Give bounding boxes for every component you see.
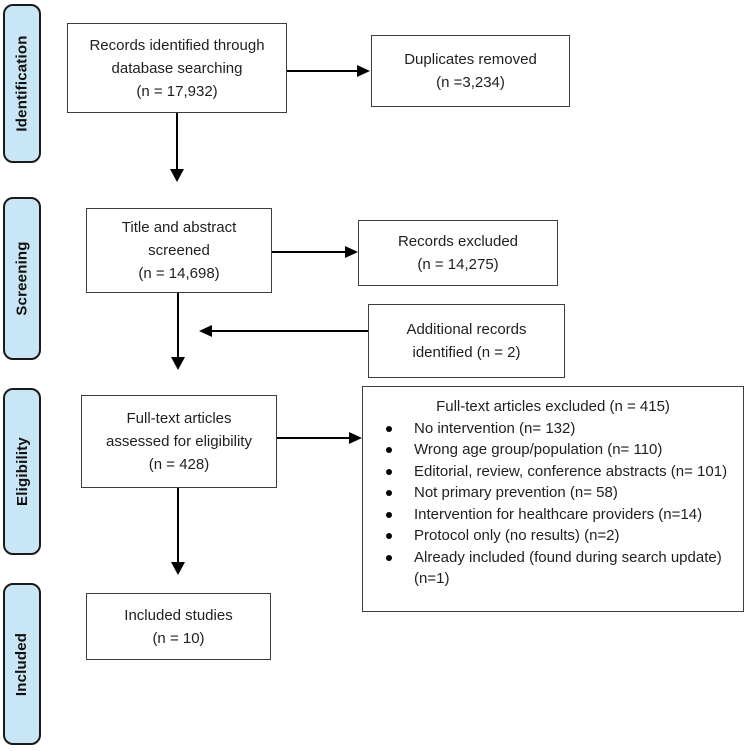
arrow-eligibility-to-included xyxy=(171,488,185,575)
box-title-abstract-count: (n = 14,698) xyxy=(138,265,220,282)
box-title-abstract-line1: Title and abstract xyxy=(121,219,237,236)
box-records-identified: Records identified through database sear… xyxy=(67,23,287,113)
box-title-abstract-line2: screened xyxy=(148,242,210,259)
box-included-studies-line1: Included studies xyxy=(124,606,233,624)
box-additional-records: Additional records identified (n = 2) xyxy=(368,304,565,378)
box-records-identified-count: (n = 17,932) xyxy=(136,82,218,100)
box-records-identified-line2: database searching xyxy=(111,59,243,77)
exclusion-reason-item: Protocol only (no results) (n=2) xyxy=(363,525,743,547)
exclusion-reason-item: No intervention (n= 132) xyxy=(363,418,743,440)
box-duplicates-removed-count: (n =3,234) xyxy=(436,74,505,91)
box-title-abstract-screened: Title and abstract screened (n = 14,698) xyxy=(86,208,272,293)
box-records-excluded: Records excluded (n = 14,275) xyxy=(358,220,558,286)
box-additional-records-line1: Additional records xyxy=(406,321,527,338)
box-fulltext-excluded-title: Full-text articles excluded (n = 415) xyxy=(436,398,670,415)
box-records-excluded-count: (n = 14,275) xyxy=(417,256,499,273)
fulltext-excluded-reasons-list: No intervention (n= 132) Wrong age group… xyxy=(363,418,743,590)
exclusion-reason-item: Wrong age group/population (n= 110) xyxy=(363,439,743,461)
box-fulltext-assessed: Full-text articles assessed for eligibil… xyxy=(81,395,277,488)
box-included-studies-count: (n = 10) xyxy=(152,629,205,647)
stage-identification: Identification xyxy=(3,4,41,163)
stage-eligibility-label: Eligibility xyxy=(13,437,31,506)
box-duplicates-removed-line1: Duplicates removed xyxy=(404,51,537,68)
box-additional-records-line2: identified (n = 2) xyxy=(412,344,521,361)
stage-included: Included xyxy=(3,583,41,745)
exclusion-reason-item: Already included (found during search up… xyxy=(363,547,743,590)
box-duplicates-removed: Duplicates removed (n =3,234) xyxy=(371,35,570,107)
exclusion-reason-item: Not primary prevention (n= 58) xyxy=(363,482,743,504)
stage-eligibility: Eligibility xyxy=(3,388,41,555)
exclusion-reason-item: Editorial, review, conference abstracts … xyxy=(363,461,743,483)
box-fulltext-assessed-line1: Full-text articles xyxy=(126,410,232,427)
box-fulltext-assessed-count: (n = 428) xyxy=(148,456,210,473)
stage-screening: Screening xyxy=(3,197,41,360)
arrow-assessed-to-fulltext-excluded xyxy=(277,432,362,444)
exclusion-reason-item: Intervention for healthcare providers (n… xyxy=(363,504,743,526)
arrow-screened-to-excluded xyxy=(272,246,358,258)
box-included-studies: Included studies (n = 10) xyxy=(86,593,271,660)
stage-screening-label: Screening xyxy=(13,241,31,316)
box-fulltext-assessed-line2: assessed for eligibility xyxy=(106,433,252,450)
box-fulltext-excluded: Full-text articles excluded (n = 415) No… xyxy=(362,386,744,612)
arrow-screening-to-eligibility xyxy=(171,293,185,370)
box-records-identified-line1: Records identified through xyxy=(89,36,265,54)
arrow-additional-records-in xyxy=(199,325,368,337)
stage-included-label: Included xyxy=(13,632,31,696)
arrow-records-to-duplicates xyxy=(287,65,370,77)
stage-identification-label: Identification xyxy=(13,35,31,132)
arrow-identification-to-screening xyxy=(170,113,184,182)
box-records-excluded-line1: Records excluded xyxy=(397,233,519,250)
